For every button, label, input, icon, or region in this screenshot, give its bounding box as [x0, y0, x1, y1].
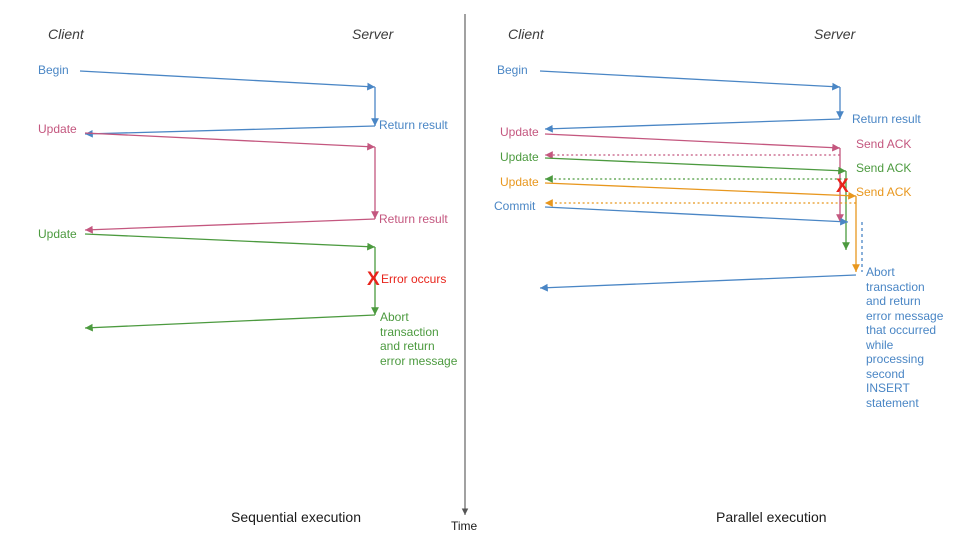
arrow-seq-ret2 — [84, 218, 376, 234]
note-line: Abort — [380, 310, 409, 324]
arrow-par-commit — [544, 206, 849, 226]
message-label-par-ack2: Send ACK — [856, 161, 912, 175]
time-axis-label: Time — [451, 519, 478, 533]
error-x-icon-sequential: X — [367, 269, 380, 290]
arrow-seq-upd2 — [84, 233, 376, 251]
message-label-seq-ret1: Return result — [379, 118, 448, 132]
note-line: that occurred — [866, 323, 937, 337]
arrow-par-begin — [539, 70, 841, 91]
message-label-par-ret: Return result — [852, 112, 921, 126]
message-label-par-upd3: Update — [500, 175, 539, 189]
arrow-par-upd1 — [544, 133, 841, 152]
lane-title-server-sequential: Server — [352, 26, 394, 42]
note-line: processing — [866, 352, 925, 366]
arrow-seq-begin — [79, 70, 376, 91]
panel-caption-parallel: Parallel execution — [716, 509, 827, 525]
message-label-seq-begin: Begin — [38, 63, 69, 77]
message-label-par-begin: Begin — [497, 63, 528, 77]
error-x-icon-parallel: X — [836, 176, 849, 197]
arrow-par-upd2 — [544, 157, 847, 175]
note-line: and return — [866, 294, 921, 308]
message-label-par-upd2: Update — [500, 150, 539, 164]
note-line: Abort — [866, 265, 895, 279]
note-line: transaction — [866, 279, 925, 294]
lane-title-client-parallel: Client — [508, 26, 544, 42]
arrow-seq-abort — [84, 314, 376, 332]
message-label-par-ack1: Send ACK — [856, 137, 912, 151]
arrow-par-abort — [539, 274, 857, 292]
message-label-par-commit: Commit — [494, 199, 536, 213]
panel-caption-sequential: Sequential execution — [231, 509, 361, 525]
arrow-seq-upd1 — [84, 132, 376, 151]
note-line: error message — [866, 308, 944, 323]
note-line: statement — [866, 395, 919, 410]
note-line: second — [866, 366, 905, 381]
arrow-par-ret — [544, 118, 841, 133]
note-line: while — [866, 337, 894, 352]
note-line: and return — [380, 339, 435, 353]
lane-title-server-parallel: Server — [814, 26, 856, 42]
message-label-par-ack3: Send ACK — [856, 185, 912, 199]
message-label-seq-upd2: Update — [38, 227, 77, 241]
note-line: INSERT — [866, 381, 910, 395]
message-label-seq-upd1: Update — [38, 122, 77, 136]
note-line: error message — [380, 353, 458, 368]
message-label-seq-ret2: Return result — [379, 212, 448, 226]
message-label-par-upd1: Update — [500, 125, 539, 139]
note-line: transaction — [380, 324, 439, 339]
arrow-seq-ret1 — [84, 125, 376, 138]
arrow-par-upd3 — [544, 182, 857, 200]
lane-title-client-sequential: Client — [48, 26, 84, 42]
error-label-sequential: Error occurs — [381, 272, 447, 286]
